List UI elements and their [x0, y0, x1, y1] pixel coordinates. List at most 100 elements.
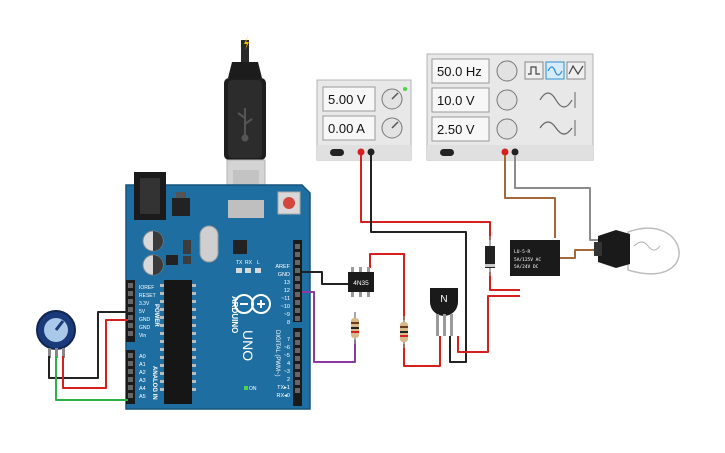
led-label-tx: TX: [236, 260, 243, 266]
sine-wave-button[interactable]: [545, 61, 565, 80]
dc-power-supply[interactable]: 5.00 V 0.00 A: [316, 79, 412, 161]
analog-header-label: ANALOG IN: [151, 366, 157, 400]
light-bulb[interactable]: [594, 227, 680, 275]
pin-a1: A1: [139, 362, 146, 368]
wire-pot-5v[interactable]: [62, 319, 128, 389]
offset-diagram: [539, 120, 576, 136]
pin-2: 2: [287, 377, 290, 383]
sine-wave-icon: [547, 66, 563, 76]
pin-6: ~6: [284, 345, 290, 351]
crystal: [199, 225, 219, 263]
wire-pin-12[interactable]: [302, 291, 356, 363]
triangle-wave-icon: [568, 64, 584, 76]
positive-terminal[interactable]: [357, 148, 365, 156]
supply-current-display: 0.00 A: [328, 121, 365, 136]
supply-voltage-display: 5.00 V: [328, 92, 366, 107]
pin-4: 4: [287, 361, 290, 367]
pin-5: ~5: [284, 353, 290, 359]
pin-ioref: IOREF: [139, 285, 154, 291]
relay-line-2: 5A/125V AC: [514, 257, 541, 263]
pin-10: ~10: [281, 304, 290, 310]
pin-11: ~11: [281, 296, 290, 302]
pin-rx: RX◂0: [277, 393, 290, 399]
arduino-uno-board[interactable]: TX RX L ON ARDUINO UNO IOREF RESET: [125, 172, 311, 410]
voltage-knob[interactable]: [381, 88, 403, 110]
pin-reset: RESET: [139, 293, 156, 299]
offset-display: 2.50 V: [437, 122, 475, 137]
voltage-regulator: [172, 198, 190, 216]
wires: [48, 155, 602, 401]
diode[interactable]: [485, 236, 495, 276]
power-header-label: POWER: [153, 304, 159, 327]
pin-9: ~9: [284, 312, 290, 318]
usb-icon: [237, 108, 253, 142]
analog-header: A0 A1 A2 A3 A4 A5 ANALOG IN: [126, 350, 157, 404]
power-toggle[interactable]: [330, 149, 344, 156]
potentiometer[interactable]: [36, 310, 76, 358]
wire-diode-relay[interactable]: [489, 272, 520, 291]
usb-port: [228, 200, 264, 218]
negative-terminal[interactable]: [367, 148, 375, 156]
generator-negative-terminal[interactable]: [511, 148, 519, 156]
amplitude-diagram: [539, 92, 576, 108]
pin-a0: A0: [139, 354, 146, 360]
pin-aref: AREF: [275, 264, 290, 270]
optocoupler-label: 4N35: [353, 280, 369, 287]
filament-icon: [633, 241, 661, 251]
pin-vin: Vin: [139, 333, 146, 339]
wire-generator-positive[interactable]: [504, 155, 556, 238]
offset-knob[interactable]: [496, 118, 518, 140]
on-label: ON: [249, 386, 257, 392]
wire-resistor-base[interactable]: [403, 336, 441, 367]
pin-a4: A4: [139, 386, 146, 392]
atmega-chip: [164, 280, 192, 404]
wire-supply-positive[interactable]: [360, 155, 491, 240]
current-knob[interactable]: [381, 117, 403, 139]
relay-line-3: 5A/24V DC: [514, 264, 539, 270]
wire-collector-relay[interactable]: [457, 295, 520, 353]
pin-8: 8: [287, 320, 290, 326]
square-wave-button[interactable]: [524, 61, 544, 80]
arduino-logo: [234, 294, 271, 314]
pin-a2: A2: [139, 370, 146, 376]
cv-indicator: [403, 87, 407, 91]
square-wave-icon: [528, 66, 540, 75]
relay[interactable]: LU-5-R 5A/125V AC 5A/24V DC: [510, 240, 560, 276]
model-text: UNO: [240, 330, 256, 361]
digital-header: AREF GND 13 12 ~11 ~10 ~9 8 7 ~6 ~5 4 ~3…: [274, 240, 302, 406]
wire-opto-out[interactable]: [369, 253, 405, 320]
generator-power-toggle[interactable]: [440, 149, 454, 156]
pin-a5: A5: [139, 394, 146, 400]
led-label-rx: RX: [245, 260, 253, 266]
relay-line-1: LU-5-R: [514, 249, 531, 255]
npn-transistor[interactable]: N: [430, 288, 458, 336]
optocoupler-4n35[interactable]: 4N35: [348, 267, 374, 297]
wire-pot-wiper[interactable]: [55, 356, 128, 401]
wire-pot-gnd[interactable]: [48, 311, 128, 379]
frequency-display: 50.0 Hz: [437, 64, 482, 79]
triangle-wave-button[interactable]: [566, 61, 586, 80]
pin-5v: 5V: [139, 309, 146, 315]
pin-tx: TX▸1: [277, 385, 290, 391]
lightning-icon: [244, 36, 249, 50]
wire-generator-negative[interactable]: [514, 155, 598, 241]
reset-button[interactable]: [277, 191, 301, 215]
on-led: [244, 386, 248, 390]
pin-a3: A3: [139, 378, 146, 384]
wire-arduino-gnd[interactable]: [302, 271, 350, 285]
resistor-1[interactable]: [351, 312, 359, 344]
wire-relay-lamp[interactable]: [555, 249, 602, 259]
pin-gnd-digital: GND: [278, 272, 290, 278]
wire-supply-negative[interactable]: [370, 155, 467, 363]
function-generator[interactable]: 50.0 Hz 10.0 V 2.50 V: [426, 53, 594, 161]
pin-3: ~3: [284, 369, 290, 375]
power-header: IOREF RESET 3.3V 5V GND GND Vin POWER: [126, 280, 159, 342]
amplitude-display: 10.0 V: [437, 93, 475, 108]
generator-positive-terminal[interactable]: [501, 148, 509, 156]
amplitude-knob[interactable]: [496, 89, 518, 111]
pin-13: 13: [284, 280, 290, 286]
frequency-knob[interactable]: [496, 60, 518, 82]
status-leds: TX RX L ON: [236, 260, 261, 392]
resistor-2[interactable]: [400, 316, 408, 348]
